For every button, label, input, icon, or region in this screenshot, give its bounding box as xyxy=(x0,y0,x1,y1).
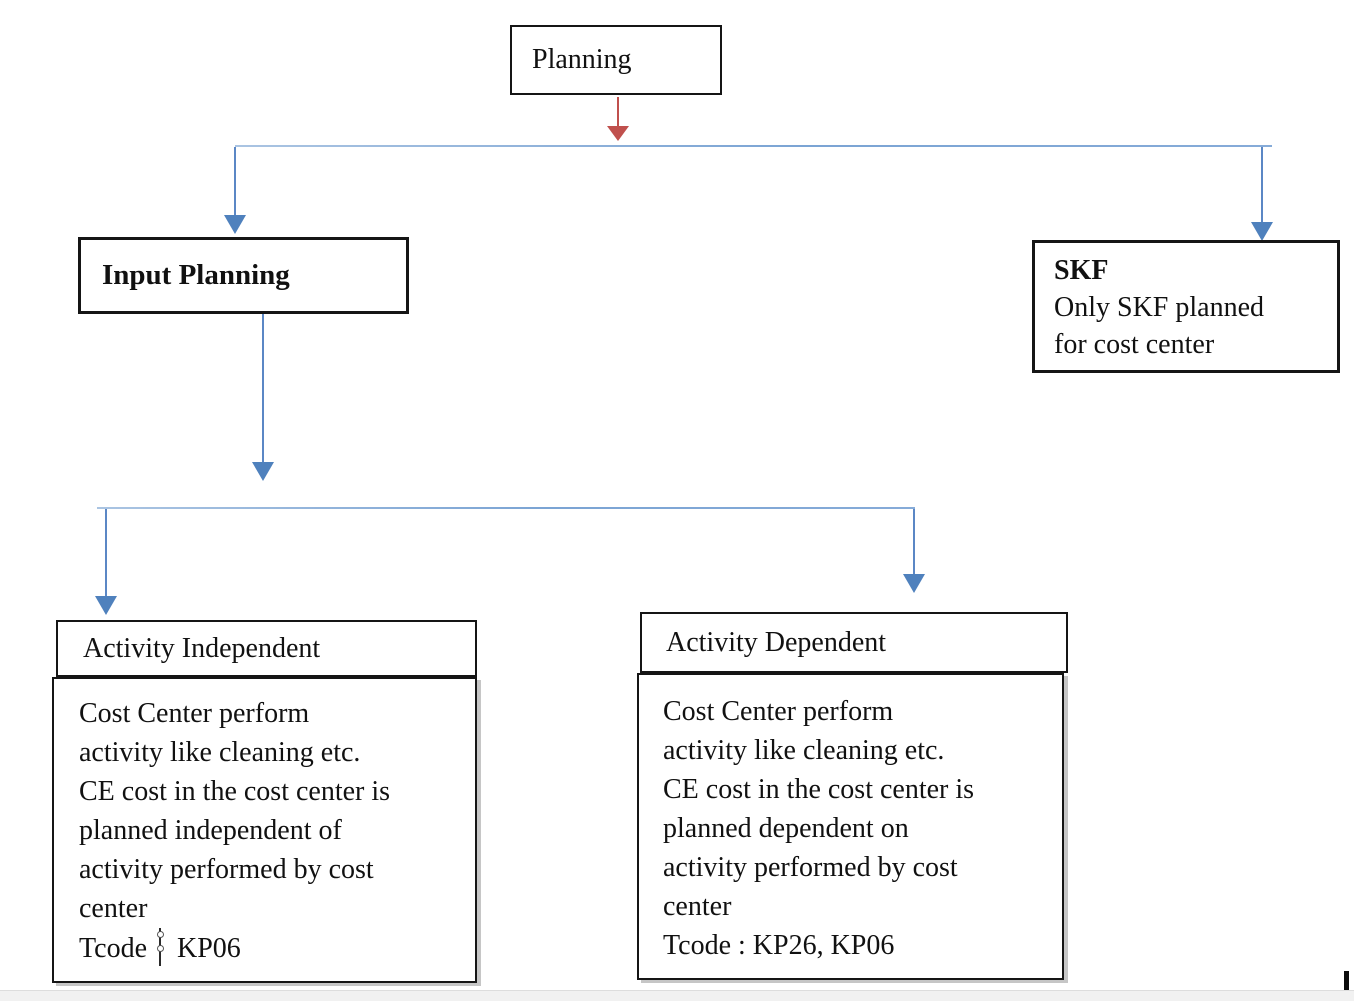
input-planning-label: Input Planning xyxy=(102,259,290,291)
planning-label: Planning xyxy=(532,44,632,75)
activity-dependent-header-box: Activity Dependent xyxy=(640,612,1068,673)
planning-arrowhead-icon xyxy=(607,126,629,141)
skf-box: SKF Only SKF planned for cost center xyxy=(1032,240,1340,373)
activity-dependent-line: Cost Center perform xyxy=(663,696,894,727)
branch-line-bottom xyxy=(97,507,915,509)
activity-dependent-line: center xyxy=(663,891,732,922)
input-planning-arrowhead-icon xyxy=(224,215,246,234)
activity-dependent-arrowhead-icon xyxy=(903,574,925,593)
skf-arrowhead-icon xyxy=(1251,222,1273,241)
text-cursor-icon xyxy=(157,928,165,966)
activity-dependent-line: activity performed by cost xyxy=(663,852,958,883)
activity-independent-line: activity performed by cost xyxy=(79,854,374,885)
activity-dependent-body-box: Cost Center perform activity like cleani… xyxy=(637,673,1064,980)
activity-independent-arrow-stem xyxy=(105,509,107,597)
input-planning-arrow-stem xyxy=(234,147,236,216)
activity-dependent-arrow-stem xyxy=(913,509,915,575)
skf-title: SKF xyxy=(1054,255,1109,286)
activity-independent-line: planned independent of xyxy=(79,815,342,846)
skf-line-1: Only SKF planned xyxy=(1054,292,1264,323)
activity-dependent-line: planned dependent on xyxy=(663,813,909,844)
activity-independent-header-box: Activity Independent xyxy=(56,620,477,677)
branch-line-top xyxy=(235,145,1272,147)
horizontal-scrollbar[interactable] xyxy=(0,990,1354,1001)
activity-independent-header-label: Activity Independent xyxy=(83,632,321,664)
input-planning-down-arrowhead-icon xyxy=(252,462,274,481)
tcode-value: KP06 xyxy=(177,933,241,964)
input-planning-box: Input Planning xyxy=(78,237,409,314)
activity-independent-line: activity like cleaning etc. xyxy=(79,737,361,768)
activity-independent-line: CE cost in the cost center is xyxy=(79,776,391,807)
activity-dependent-tcode-line: Tcode : KP26, KP06 xyxy=(663,930,895,961)
skf-line-2: for cost center xyxy=(1054,329,1215,360)
input-planning-down-stem xyxy=(262,314,264,463)
activity-independent-line: Cost Center perform xyxy=(79,698,310,729)
planning-arrow-stem xyxy=(617,97,619,127)
document-end-cursor-icon xyxy=(1344,971,1349,997)
planning-box: Planning xyxy=(510,25,722,95)
activity-independent-tcode-line: Tcode KP06 xyxy=(79,928,467,968)
activity-dependent-line: activity like cleaning etc. xyxy=(663,735,945,766)
activity-independent-body-box: Cost Center perform activity like cleani… xyxy=(52,677,477,983)
activity-dependent-line: CE cost in the cost center is xyxy=(663,774,975,805)
tcode-prefix: Tcode xyxy=(79,933,148,964)
activity-dependent-header-label: Activity Dependent xyxy=(666,626,887,658)
activity-independent-arrowhead-icon xyxy=(95,596,117,615)
skf-arrow-stem xyxy=(1261,147,1263,225)
activity-independent-line: center xyxy=(79,893,148,924)
